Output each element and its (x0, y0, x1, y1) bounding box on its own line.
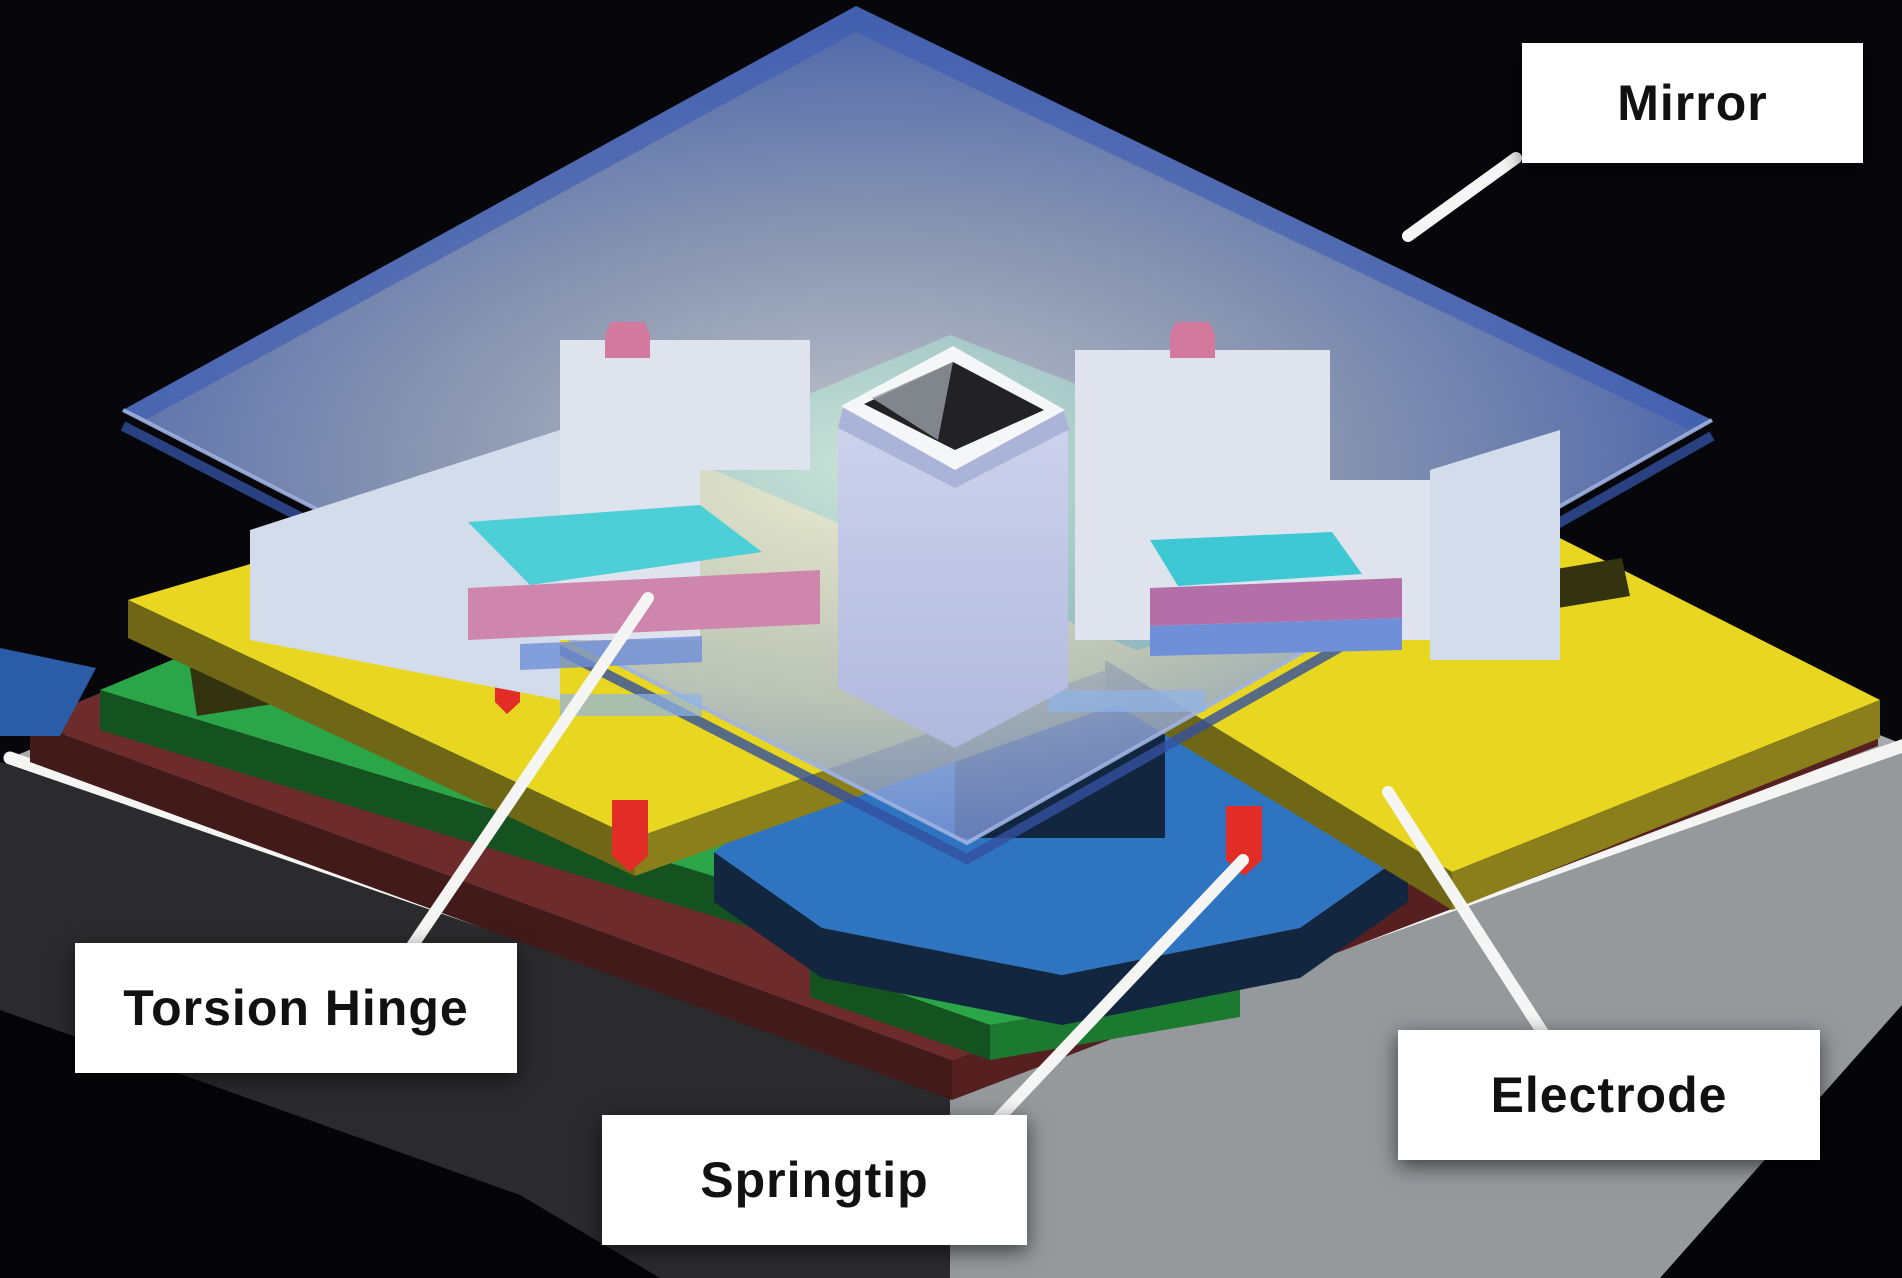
mirror-bevel-right (856, 6, 1712, 429)
spring-post-cap-left (605, 322, 650, 358)
mirror-label: Mirror (1522, 43, 1863, 163)
corner-shadow-bottom-left (0, 1010, 660, 1278)
hinge-support-block-right2 (1430, 430, 1560, 660)
address-electrode-right-face (1105, 660, 1452, 910)
spring-post-body-right (1170, 358, 1215, 470)
torsion-hinge-label-text: Torsion Hinge (123, 980, 469, 1036)
yoke-front-face (714, 852, 1408, 1025)
blue-step-right (1048, 690, 1205, 712)
spring-post-body-left (605, 358, 650, 470)
mirror-via-highlight (872, 362, 953, 440)
springtip-post-left (612, 800, 648, 872)
torsion-hinge-label: Torsion Hinge (75, 943, 517, 1073)
springtip-label-text: Springtip (700, 1152, 929, 1208)
electrode-leader-line (1382, 786, 1551, 1042)
torsion-hinge-plate-left (468, 505, 762, 585)
spring-post-cap-right (1170, 322, 1215, 358)
hinge-blue-band-right (1150, 618, 1402, 656)
mirror-post-top-shadow (838, 408, 1070, 488)
address-electrode-right-face2 (1452, 700, 1880, 910)
electrode-label-text: Electrode (1490, 1067, 1728, 1123)
mirror-label-text: Mirror (1617, 75, 1768, 131)
cmos-layer-left-face (30, 722, 952, 1100)
hinge-pink-band-right (1150, 578, 1402, 626)
blue-step-left (560, 694, 702, 716)
yoke-edge-wedge-left (0, 648, 96, 736)
springtip-label: Springtip (602, 1115, 1027, 1245)
torsion-hinge-plate-right (1150, 532, 1362, 586)
torsion-hinge-leader-line (402, 592, 654, 958)
springtip-post-right (1226, 806, 1262, 876)
landing-pad-left-face (810, 962, 990, 1060)
mirror-leader-line (1402, 152, 1522, 242)
mirror-post-cube (838, 428, 1068, 748)
electrode-label: Electrode (1398, 1030, 1820, 1160)
mirror-bevel-left (123, 6, 856, 419)
springtip-leader-line (989, 854, 1249, 1128)
